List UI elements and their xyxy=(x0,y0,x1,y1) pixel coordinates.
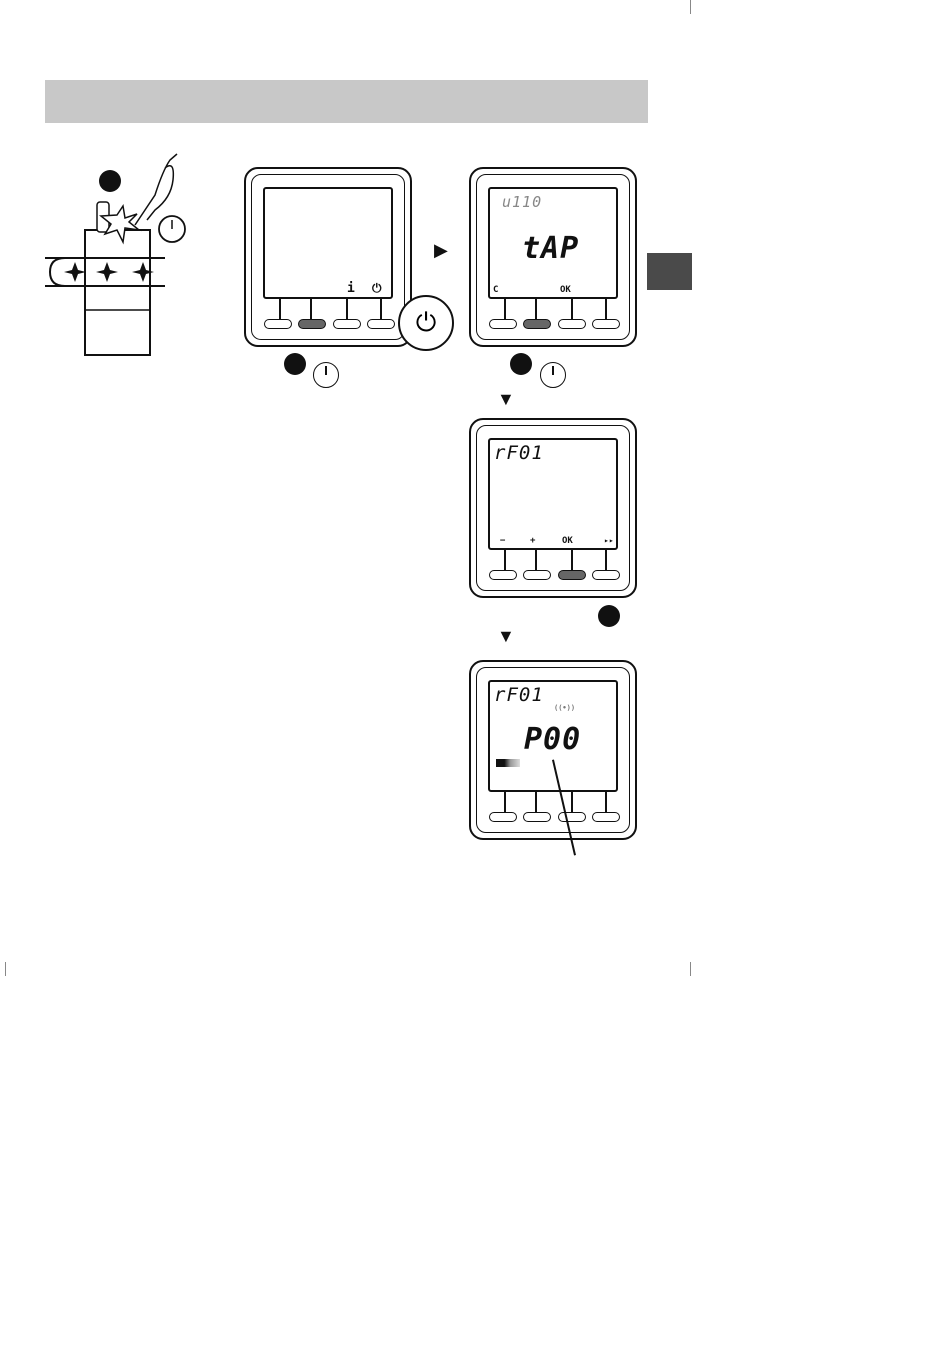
clock-icon xyxy=(540,362,566,388)
lcd-screen: u110 tAP C OK xyxy=(488,187,618,299)
lcd-screen: i ⏻ xyxy=(263,187,393,299)
c-label: C xyxy=(493,285,498,295)
hand-icon xyxy=(135,154,177,225)
ok-label: OK xyxy=(560,285,571,295)
step-dot xyxy=(99,170,121,192)
crop-mark xyxy=(5,962,6,976)
crop-mark xyxy=(690,0,691,14)
button-1[interactable] xyxy=(264,319,292,329)
plus-label: + xyxy=(530,536,535,546)
ok-label: OK xyxy=(562,536,573,546)
button-2-pressed[interactable] xyxy=(298,319,326,329)
clock-icon xyxy=(313,362,339,388)
step-dot xyxy=(510,353,532,375)
button-3[interactable] xyxy=(333,319,361,329)
button-4[interactable] xyxy=(367,319,395,329)
main-display: tAP xyxy=(522,231,579,266)
step-dot xyxy=(284,353,306,375)
button-4[interactable] xyxy=(592,812,620,822)
lcd-screen: rF01 ((•)) P00 xyxy=(488,680,618,792)
thermostat-4: rF01 ((•)) P00 xyxy=(469,660,637,840)
lcd-screen: rF01 − + OK ▸▸ xyxy=(488,438,618,550)
receiver-illustration xyxy=(45,150,215,360)
button-1[interactable] xyxy=(489,812,517,822)
thermostat-2: u110 tAP C OK xyxy=(469,167,637,347)
thermostat-1: i ⏻ xyxy=(244,167,412,347)
blink-star-icon xyxy=(64,262,86,282)
code-display: rF01 xyxy=(494,684,544,706)
arrow-down: ▼ xyxy=(497,627,515,645)
thermostat-3: rF01 − + OK ▸▸ xyxy=(469,418,637,598)
button-4[interactable] xyxy=(592,319,620,329)
next-button[interactable] xyxy=(592,570,620,580)
button-2-pressed[interactable] xyxy=(523,319,551,329)
minus-button[interactable] xyxy=(489,570,517,580)
plus-button[interactable] xyxy=(523,570,551,580)
step-dot xyxy=(598,605,620,627)
arrow-down: ▼ xyxy=(497,390,515,408)
power-icon: ⏻ xyxy=(398,295,454,351)
next-label: ▸▸ xyxy=(604,536,614,545)
signal-strength-bars xyxy=(496,759,520,767)
ok-button-pressed[interactable] xyxy=(558,570,586,580)
main-display: P00 xyxy=(524,722,581,757)
button-3[interactable] xyxy=(558,812,586,822)
arrow-right: ▶ xyxy=(434,241,448,259)
power-label: ⏻ xyxy=(372,281,382,296)
code-display: u110 xyxy=(502,193,542,211)
minus-label: − xyxy=(500,536,505,546)
button-2[interactable] xyxy=(523,812,551,822)
c-button[interactable] xyxy=(489,319,517,329)
ok-button[interactable] xyxy=(558,319,586,329)
signal-icon: ((•)) xyxy=(554,704,575,712)
crop-mark xyxy=(690,962,691,976)
section-tab xyxy=(647,253,692,290)
code-display: rF01 xyxy=(494,442,544,464)
info-label: i xyxy=(347,281,355,296)
receiver-body xyxy=(85,230,150,355)
header-band xyxy=(45,80,648,123)
